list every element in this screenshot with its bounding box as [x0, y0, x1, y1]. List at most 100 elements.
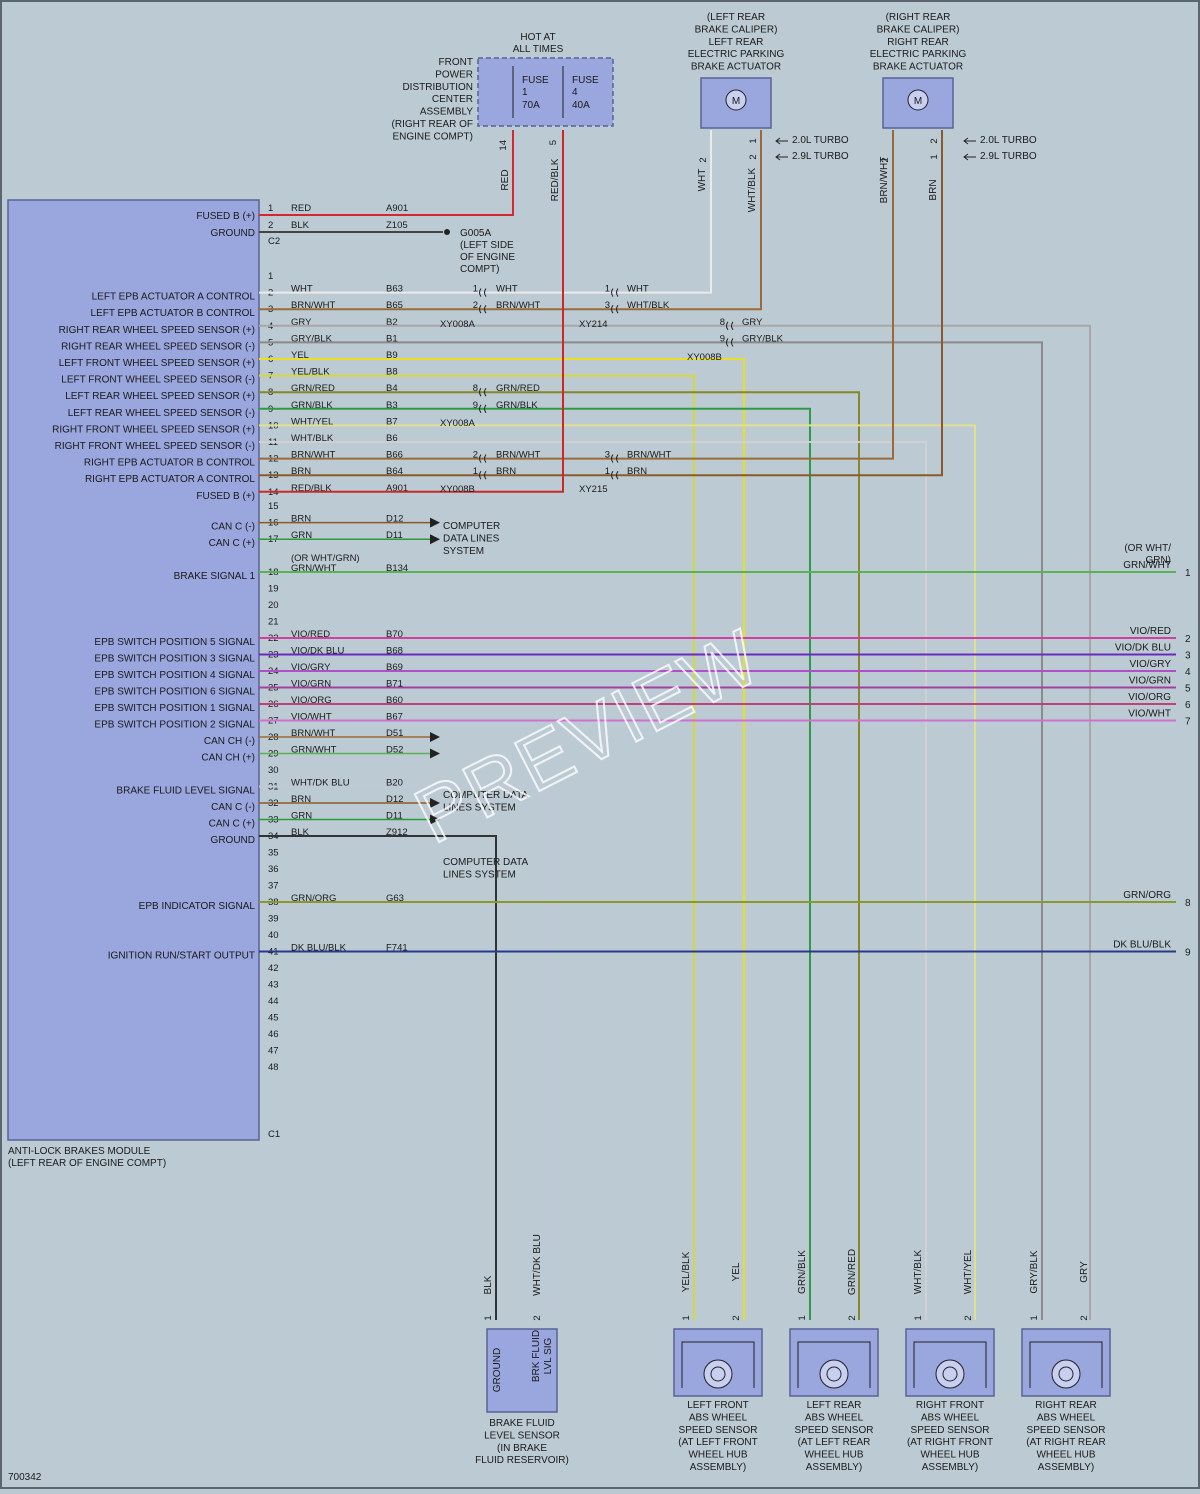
inline-xy214: XY214 — [579, 319, 608, 330]
exit-color-2: VIO/RED — [1130, 626, 1171, 637]
right_caliper-wire-left: BRN/WHT — [879, 157, 890, 204]
pin-number-44: 44 — [268, 996, 279, 1007]
wire-pin9 — [259, 407, 811, 1320]
pin-circuit-23: B68 — [386, 646, 403, 657]
wheel-3-name-line5: WHEEL HUB — [920, 1450, 979, 1461]
wheel-2-pin-2: 2 — [847, 1315, 858, 1320]
pin-color-8: GRN/RED — [291, 383, 335, 394]
pin-number-15: 15 — [268, 501, 279, 512]
pin-function-26: EPB SWITCH POSITION 1 SIGNAL — [94, 703, 255, 714]
exit-num-6: 6 — [1185, 700, 1191, 711]
ground-g005a-icon — [444, 229, 450, 235]
pin-color-4: GRY — [291, 317, 312, 328]
wheel-3-name-line6: ASSEMBLY) — [922, 1462, 979, 1473]
pin-color-32: BRN — [291, 794, 311, 805]
pin-number-1: 1 — [268, 271, 273, 282]
fuse-pin-14: 14 — [498, 140, 509, 151]
fuse1-line1: FUSE — [522, 75, 549, 86]
wheel-4-wire-right: GRY — [1079, 1261, 1090, 1283]
right_caliper-name-line1: (RIGHT REAR — [886, 12, 951, 23]
fluid-pin-2: 2 — [532, 1315, 543, 1320]
inline-row12-a-color: BRN/WHT — [496, 450, 541, 461]
fluid-name-line3: (IN BRAKE — [497, 1443, 547, 1454]
right_caliper-turbo-2: 2.9L TURBO — [980, 151, 1037, 162]
wheel-4-tone-ring-icon — [1051, 1359, 1081, 1389]
right_caliper-pin-right-alt: 2 — [929, 138, 940, 143]
module-wires — [259, 130, 1176, 1320]
wheel-2-name-line1: LEFT REAR — [807, 1400, 862, 1411]
pin-circuit-14: A901 — [386, 483, 408, 494]
inline-row3-a-pin: 2 — [473, 300, 478, 311]
wire-pin7 — [259, 374, 695, 1320]
wire-pin8 — [259, 391, 860, 1320]
pin-color-26: VIO/ORG — [291, 695, 332, 706]
pin-circuit-24: B69 — [386, 662, 403, 673]
fuse1-line3: 70A — [522, 100, 540, 111]
pin-circuit-26: B60 — [386, 695, 403, 706]
inline-row9-pin: 9 — [473, 400, 478, 411]
wheel-2-name-line4: (AT LEFT REAR — [798, 1437, 871, 1448]
cd1-line2: DATA LINES — [443, 533, 500, 544]
pin-function-9: LEFT REAR WHEEL SPEED SENSOR (-) — [68, 408, 255, 419]
wheel-2-wire-right: GRN/RED — [847, 1249, 858, 1295]
left_caliper-turbo-2: 2.9L TURBO — [792, 151, 849, 162]
fluid-label-sig-2: LVL SIG — [543, 1337, 554, 1374]
wheel-1-pin-2: 2 — [731, 1315, 742, 1320]
exit-num-4: 4 — [1185, 667, 1191, 678]
pin-color-27: VIO/WHT — [291, 712, 332, 723]
fluid-wire-blk: BLK — [483, 1275, 494, 1294]
exit-color-5: VIO/GRN — [1129, 676, 1171, 687]
fuse-name-line3: DISTRIBUTION — [402, 82, 473, 93]
wire-pin14 — [259, 130, 564, 493]
wheel-1-tone-ring-icon — [703, 1359, 733, 1389]
wheel-3-coil-icon — [913, 1341, 987, 1388]
cd1-arrow-icon-1 — [430, 517, 440, 528]
fuse-box — [477, 57, 614, 127]
exit-num-7: 7 — [1185, 717, 1191, 728]
right_caliper-turbo-1: 2.0L TURBO — [980, 135, 1037, 146]
image-id: 700342 — [8, 1472, 42, 1483]
exit-color-9: DK BLU/BLK — [1113, 940, 1171, 951]
inline-row12-b-fork-icon — [611, 454, 619, 463]
pin-function-5: RIGHT REAR WHEEL SPEED SENSOR (-) — [61, 341, 255, 352]
wheel-2-hub-icon — [826, 1366, 842, 1382]
pin-circuit-34: Z912 — [386, 827, 408, 838]
pin-function-7: LEFT FRONT WHEEL SPEED SENSOR (-) — [61, 375, 255, 386]
fluid-name-line2: LEVEL SENSOR — [484, 1430, 560, 1441]
wire-pin6 — [259, 358, 745, 1320]
right_caliper-motor-icon — [907, 89, 929, 111]
right_caliper-arrow-icon-2 — [963, 153, 976, 161]
exit-num-1: 1 — [1185, 568, 1191, 579]
right_caliper-motor-label: M — [914, 96, 922, 107]
c2-pin-2: 2 — [268, 220, 273, 231]
wheel-2-coil-icon — [797, 1341, 871, 1388]
c2-color-1: RED — [291, 203, 311, 214]
c2-circuit-1: A901 — [386, 203, 408, 214]
fluid-label-sig-1: BRK FLUID — [531, 1330, 542, 1382]
pin-color-17: GRN — [291, 530, 312, 541]
pin-color-14: RED/BLK — [291, 483, 332, 494]
preview-watermark: PREVIEW — [401, 612, 774, 860]
exit-num-5: 5 — [1185, 684, 1191, 695]
left_caliper-pin-right: 2 — [748, 154, 759, 159]
g005a-line2: (LEFT SIDE — [460, 240, 514, 251]
fuse-name-line5: ASSEMBLY — [420, 107, 473, 118]
inline-xy215: XY215 — [579, 484, 608, 495]
cd3-arrow-icon-1 — [430, 798, 440, 808]
pin-function-23: EPB SWITCH POSITION 3 SIGNAL — [94, 654, 255, 665]
pin-color-9: GRN/BLK — [291, 400, 333, 411]
inline-row2-a-color: WHT — [496, 284, 518, 295]
wheel-3-pin-2: 2 — [963, 1315, 974, 1320]
c2-func-1: FUSED B (+) — [196, 211, 255, 222]
pin-number-30: 30 — [268, 765, 279, 776]
inline-row12-b-color: BRN/WHT — [627, 450, 672, 461]
left_caliper-name-line5: BRAKE ACTUATOR — [691, 62, 781, 73]
pin-number-46: 46 — [268, 1029, 279, 1040]
cd2-line2: LINES SYSTEM — [443, 802, 516, 813]
left_caliper-name-line1: (LEFT REAR — [707, 12, 765, 23]
fuse-name-line2: POWER — [435, 69, 473, 80]
pin-function-28: CAN CH (-) — [204, 736, 255, 747]
hot-label-line1: HOT AT — [520, 32, 555, 43]
